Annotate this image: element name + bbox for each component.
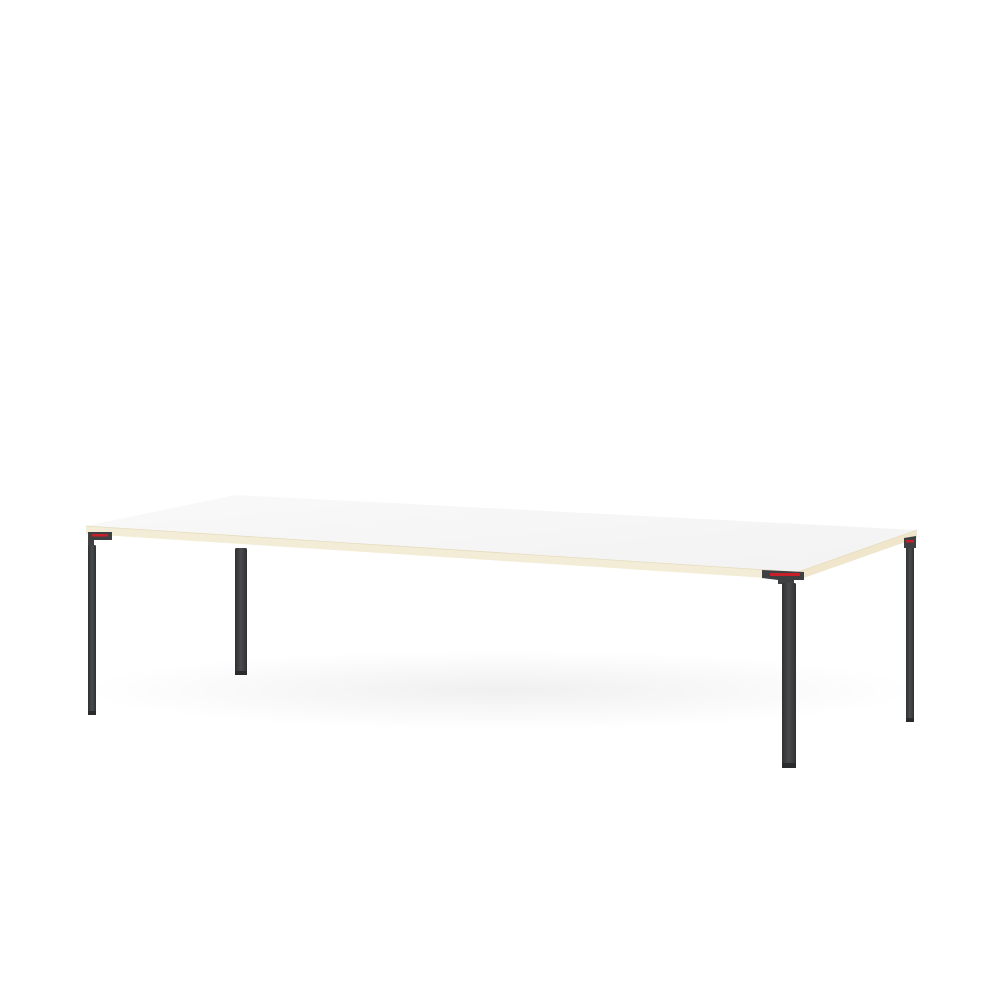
- connector-back-right: [904, 536, 916, 548]
- leg-front-right: [782, 583, 796, 768]
- tabletop-side-edge: [798, 530, 917, 580]
- tabletop-front-edge: [86, 526, 798, 580]
- connector-front-right: [762, 570, 804, 584]
- leg-front-left: [88, 545, 96, 715]
- leg-back-left: [235, 548, 247, 675]
- floor-shadow: [80, 650, 920, 730]
- connector-front-left: [88, 532, 112, 546]
- tabletop-surface: [86, 495, 917, 572]
- leg-back-right: [906, 546, 914, 722]
